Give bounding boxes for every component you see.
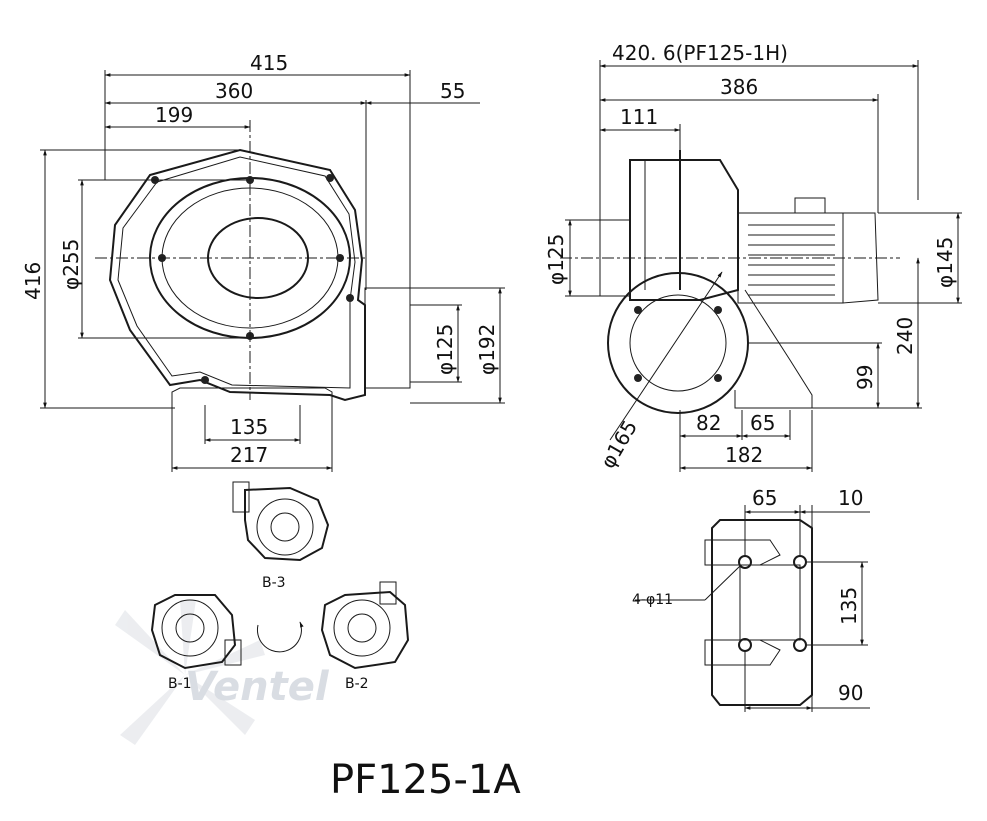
b1-ring (161, 599, 219, 657)
side-flange-bolt-1 (634, 306, 642, 314)
base-hole-1 (738, 555, 752, 569)
rotation-arrow (256, 621, 304, 653)
dim-phi192-label: φ192 (475, 324, 499, 375)
base-center-panel (739, 564, 801, 641)
dim-420-label: 420. 6(PF125-1H) (612, 41, 788, 65)
dim-phi165-leader (609, 271, 723, 441)
dim-135-label: 135 (230, 415, 268, 439)
base-hole-4 (793, 638, 807, 652)
side-terminal-box (794, 197, 826, 214)
front-corner-bolt-3 (201, 376, 209, 384)
dim-base-90-label: 90 (838, 681, 863, 705)
dim-base-10-label: 10 (838, 486, 863, 510)
front-corner-bolt-4 (346, 294, 354, 302)
watermark-logo: Ventel (115, 600, 330, 745)
side-view: φ165 420. 6(PF125-1H) 386 111 φ125 φ145 … (544, 41, 962, 473)
dim-base-135-label: 135 (837, 587, 861, 625)
dim-240-label: 240 (893, 317, 917, 355)
dim-386-label: 386 (720, 75, 758, 99)
hole-label: 4-φ11 (632, 592, 673, 608)
dim-416-label: 416 (21, 262, 45, 300)
side-flange-bolt-2 (714, 306, 722, 314)
orientation-b2: B-2 (320, 581, 410, 692)
side-flange-bolt-3 (634, 374, 642, 382)
dim-415-label: 415 (250, 51, 288, 75)
dim-111-label: 111 (620, 105, 658, 129)
orientation-b3: B-3 (232, 481, 330, 591)
orientation-b1: B-1 (150, 594, 242, 692)
dim-side-phi125-label: φ125 (544, 234, 568, 285)
dim-55-label: 55 (440, 79, 465, 103)
b1-hole (175, 613, 205, 643)
side-flange-bolt-4 (714, 374, 722, 382)
side-stand (734, 289, 813, 409)
dim-182-label: 182 (725, 443, 763, 467)
front-corner-bolt-2 (326, 174, 334, 182)
dim-99-label: 99 (853, 365, 877, 390)
dim-base-65-label: 65 (752, 486, 777, 510)
b3-ring (256, 498, 314, 556)
base-foot-top (704, 539, 781, 566)
b3-hole (270, 512, 300, 542)
base-plate-outline (711, 519, 813, 706)
side-housing (629, 159, 739, 301)
side-outlet-hole (629, 294, 727, 392)
b2-hole (347, 613, 377, 643)
b2-ring (333, 599, 391, 657)
b2-label: B-2 (345, 676, 369, 692)
side-motor-fins (748, 224, 835, 296)
side-outlet-flange (607, 272, 749, 414)
watermark-text: Ventel (185, 664, 330, 710)
dim-82-label: 82 (696, 411, 721, 435)
dim-217-label: 217 (230, 443, 268, 467)
front-housing-outline (108, 148, 366, 402)
rotation-arrow-icon (256, 621, 304, 653)
dim-360-label: 360 (215, 79, 253, 103)
front-base (171, 387, 333, 408)
dim-phi145-label: φ145 (933, 237, 957, 288)
b2-outlet (379, 581, 397, 605)
base-hole-3 (738, 638, 752, 652)
side-motor-endcap (842, 212, 879, 304)
dim-phi165-label: φ165 (596, 416, 642, 472)
front-view: 415 360 199 55 416 φ255 φ125 φ192 135 21… (21, 51, 505, 472)
front-outlet-duct (364, 287, 411, 389)
b1-outlet (224, 639, 242, 666)
b3-outlet (232, 481, 250, 513)
base-view: 65 10 135 90 4-φ11 (632, 486, 870, 712)
b1-housing (150, 594, 237, 670)
b1-label: B-1 (168, 676, 192, 692)
model-title: PF125-1A (330, 757, 521, 803)
front-housing-inner (117, 156, 356, 389)
front-bolt-right (336, 254, 344, 262)
b3-housing (244, 486, 330, 562)
b2-housing (320, 590, 410, 670)
base-foot-bottom (704, 639, 781, 666)
dim-phi255-label: φ255 (59, 239, 83, 290)
dim-side-65-label: 65 (750, 411, 775, 435)
hole-leader (704, 565, 741, 601)
b3-label: B-3 (262, 575, 286, 591)
dim-199-label: 199 (155, 103, 193, 127)
dim-phi125-label: φ125 (433, 324, 457, 375)
